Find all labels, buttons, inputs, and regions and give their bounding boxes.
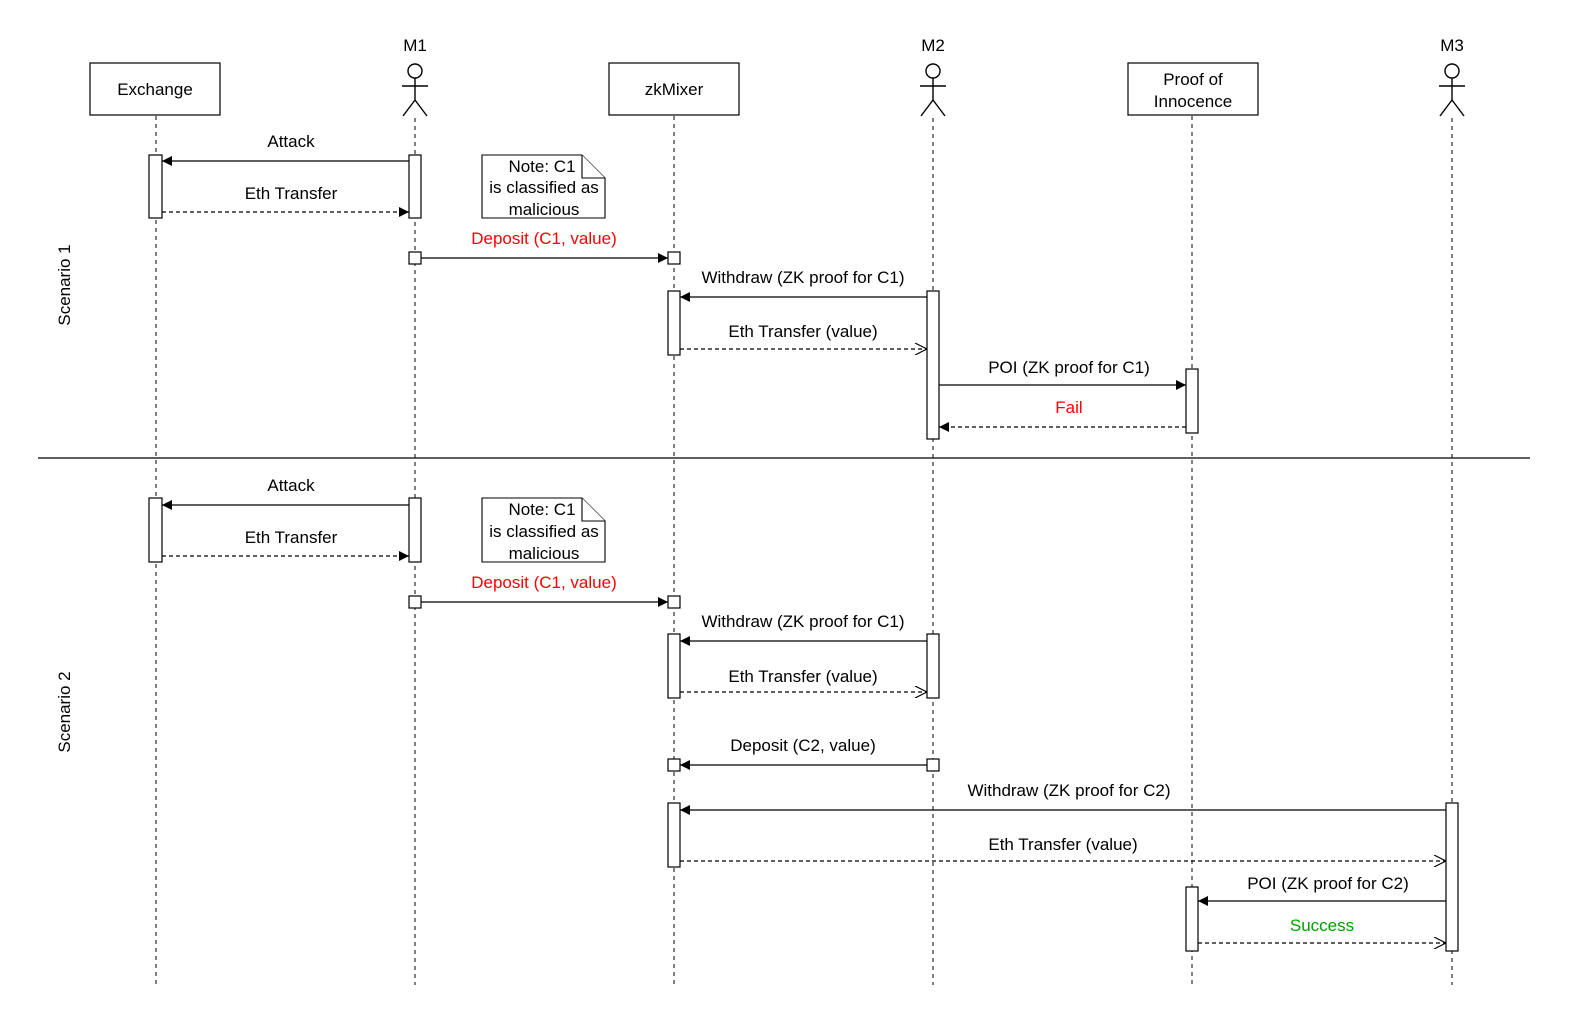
activation-m2-s1 bbox=[926, 290, 940, 440]
port-zkmixer-deposit-s1 bbox=[667, 251, 681, 265]
port-m1-deposit-s1 bbox=[408, 251, 422, 265]
label-attack-s1: Attack bbox=[267, 132, 315, 151]
activation-zkmixer-s2 bbox=[667, 633, 681, 699]
participant-exchange: Exchange bbox=[89, 62, 221, 116]
label-deposit-c2-s2: Deposit (C2, value) bbox=[730, 736, 876, 755]
activation-poi-s1 bbox=[1185, 368, 1199, 434]
label-withdraw-c1-s1: Withdraw (ZK proof for C1) bbox=[701, 268, 904, 287]
participant-exchange-label: Exchange bbox=[117, 80, 193, 99]
activation-exchange-s1 bbox=[148, 154, 163, 219]
label-deposit-c1-s1: Deposit (C1, value) bbox=[471, 229, 617, 248]
activation-zkmixer-s1 bbox=[667, 290, 681, 356]
label-withdraw-c1-s2: Withdraw (ZK proof for C1) bbox=[701, 612, 904, 631]
label-eth-transfer-s1: Eth Transfer bbox=[245, 184, 338, 203]
note-line2-s2: is classified as bbox=[489, 522, 599, 541]
scenario-2-label: Scenario 2 bbox=[55, 671, 74, 752]
label-success-s2: Success bbox=[1290, 916, 1354, 935]
activation-m2-s2 bbox=[926, 633, 940, 699]
note-line1-s1: Note: C1 bbox=[508, 157, 575, 176]
participant-m3: M3 bbox=[1439, 36, 1465, 117]
activation-m3-s2 bbox=[1445, 802, 1459, 952]
label-poi-c2-s2: POI (ZK proof for C2) bbox=[1247, 874, 1409, 893]
note-line2-s1: is classified as bbox=[489, 178, 599, 197]
note-line1-s2: Note: C1 bbox=[508, 500, 575, 519]
participant-m3-label: M3 bbox=[1440, 36, 1464, 55]
participant-zkmixer-label: zkMixer bbox=[645, 80, 704, 99]
actor-m2-icon bbox=[920, 63, 946, 117]
participant-proof-of-innocence: Proof of Innocence bbox=[1127, 62, 1259, 116]
note-line3-s2: malicious bbox=[509, 544, 580, 563]
label-poi-c1-s1: POI (ZK proof for C1) bbox=[988, 358, 1150, 377]
port-m1-deposit-s2 bbox=[408, 595, 422, 609]
label-fail-s1: Fail bbox=[1055, 398, 1082, 417]
note-c1-malicious-s2: Note: C1 is classified as malicious bbox=[481, 497, 606, 563]
participant-zkmixer: zkMixer bbox=[608, 62, 740, 116]
activation-m1-s1 bbox=[408, 154, 422, 219]
label-withdraw-c2-s2: Withdraw (ZK proof for C2) bbox=[967, 781, 1170, 800]
note-line3-s1: malicious bbox=[509, 200, 580, 219]
activation-exchange-s2 bbox=[148, 497, 163, 563]
participant-m1: M1 bbox=[402, 36, 428, 117]
label-eth-transfer-value-m3-s2: Eth Transfer (value) bbox=[988, 835, 1137, 854]
actor-m1-icon bbox=[402, 63, 428, 117]
participant-m2-label: M2 bbox=[921, 36, 945, 55]
activation-poi-s2 bbox=[1185, 886, 1199, 952]
label-deposit-c1-s2: Deposit (C1, value) bbox=[471, 573, 617, 592]
participant-m2: M2 bbox=[920, 36, 946, 117]
label-eth-transfer-s2: Eth Transfer bbox=[245, 528, 338, 547]
activation-m1-s2 bbox=[408, 497, 422, 563]
label-eth-transfer-value-s2: Eth Transfer (value) bbox=[728, 667, 877, 686]
actor-m3-icon bbox=[1439, 63, 1465, 117]
scenario-1-label: Scenario 1 bbox=[55, 244, 74, 325]
participant-poi-label-line1: Proof of bbox=[1163, 70, 1223, 89]
note-c1-malicious-s1: Note: C1 is classified as malicious bbox=[481, 154, 606, 219]
port-m2-deposit-c2 bbox=[926, 758, 940, 772]
port-zkmixer-deposit-s2 bbox=[667, 595, 681, 609]
activation-zkmixer-c2-s2 bbox=[667, 802, 681, 868]
label-eth-transfer-value-s1: Eth Transfer (value) bbox=[728, 322, 877, 341]
participant-m1-label: M1 bbox=[403, 36, 427, 55]
label-attack-s2: Attack bbox=[267, 476, 315, 495]
port-zkmixer-deposit-c2 bbox=[667, 758, 681, 772]
participant-poi-label-line2: Innocence bbox=[1154, 92, 1232, 111]
